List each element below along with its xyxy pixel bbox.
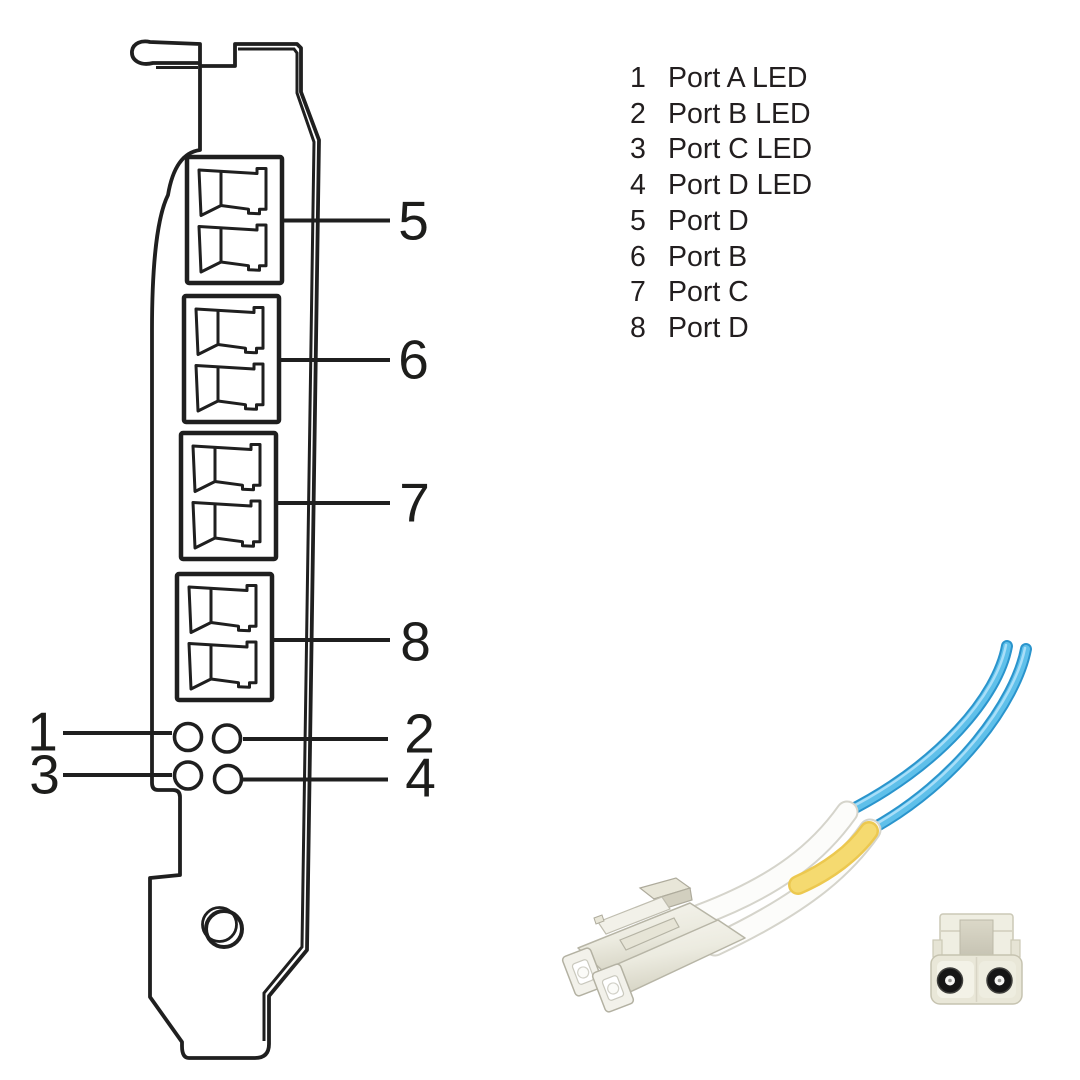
legend-row: 4 Port D LED (630, 168, 812, 204)
fiber-cable-illustration (561, 640, 1032, 1013)
legend-item-number: 7 (630, 276, 646, 309)
port-cutout-8 (177, 574, 272, 700)
legend-item-number: 3 (630, 133, 646, 166)
legend-row: 1 Port A LED (630, 61, 812, 97)
cable-boot-a (688, 800, 859, 927)
coupler-ferrule-right (986, 967, 1013, 994)
legend-item-label: Port B (668, 240, 748, 273)
legend-item-label: Port B LED (668, 97, 811, 130)
pci-bracket-diagram (63, 39, 390, 1060)
legend-item-label: Port C (668, 276, 749, 309)
lc-coupler-illustration (930, 913, 1023, 1005)
legend-row: 6 Port B (630, 240, 812, 276)
legend-item-label: Port A LED (668, 62, 808, 94)
legend-item-number: 8 (630, 311, 646, 344)
bracket-fold-line-right (238, 47, 316, 1041)
callout-number-1: 1 (27, 700, 58, 763)
legend-item-number: 2 (630, 97, 646, 130)
legend: 1 Port A LED 2 Port B LED 3 Port C LED 4… (630, 61, 812, 347)
callout-number-5: 5 (398, 189, 429, 252)
boot-yellow-band (788, 821, 879, 895)
led-2 (211, 723, 243, 754)
port-cutout-5 (187, 157, 282, 283)
legend-item-number: 5 (630, 204, 646, 237)
legend-row: 8 Port D (630, 311, 812, 347)
legend-row: 7 Port C (630, 275, 812, 311)
callout-number-6: 6 (398, 328, 429, 391)
led-1 (172, 721, 204, 753)
coupler-housing (932, 913, 1021, 958)
callout-number-4: 4 (405, 746, 436, 809)
led-4 (212, 763, 244, 795)
legend-item-label: Port D LED (668, 169, 813, 202)
fiber-cable-b (864, 643, 1032, 836)
callout-number-3: 3 (29, 743, 60, 806)
fiber-cable-a (841, 640, 1013, 818)
coupler-ferrule-left (936, 967, 964, 994)
legend-item-number: 4 (630, 169, 646, 202)
legend-item-label: Port C LED (668, 133, 813, 166)
port-cutout-6 (184, 296, 279, 422)
screw-hole (201, 906, 244, 949)
legend-item-number: 6 (630, 240, 646, 273)
led-3 (172, 760, 204, 791)
callout-number-7: 7 (399, 471, 430, 534)
legend-item-label: Port D (668, 311, 749, 344)
port-cutout-7 (181, 433, 276, 559)
legend-row: 5 Port D (630, 204, 812, 240)
legend-item-number: 1 (630, 62, 646, 94)
legend-row: 3 Port C LED (630, 132, 812, 168)
callout-number-2: 2 (404, 702, 435, 765)
connector-face-a (561, 947, 605, 997)
connector-face-b (591, 963, 635, 1013)
callout-number-8: 8 (400, 610, 431, 673)
connector-latch (593, 877, 693, 951)
legend-row: 2 Port B LED (630, 97, 812, 133)
coupler-latch-tab (959, 919, 994, 958)
lc-duplex-connector (561, 877, 746, 1013)
legend-item-label: Port D (668, 204, 749, 237)
